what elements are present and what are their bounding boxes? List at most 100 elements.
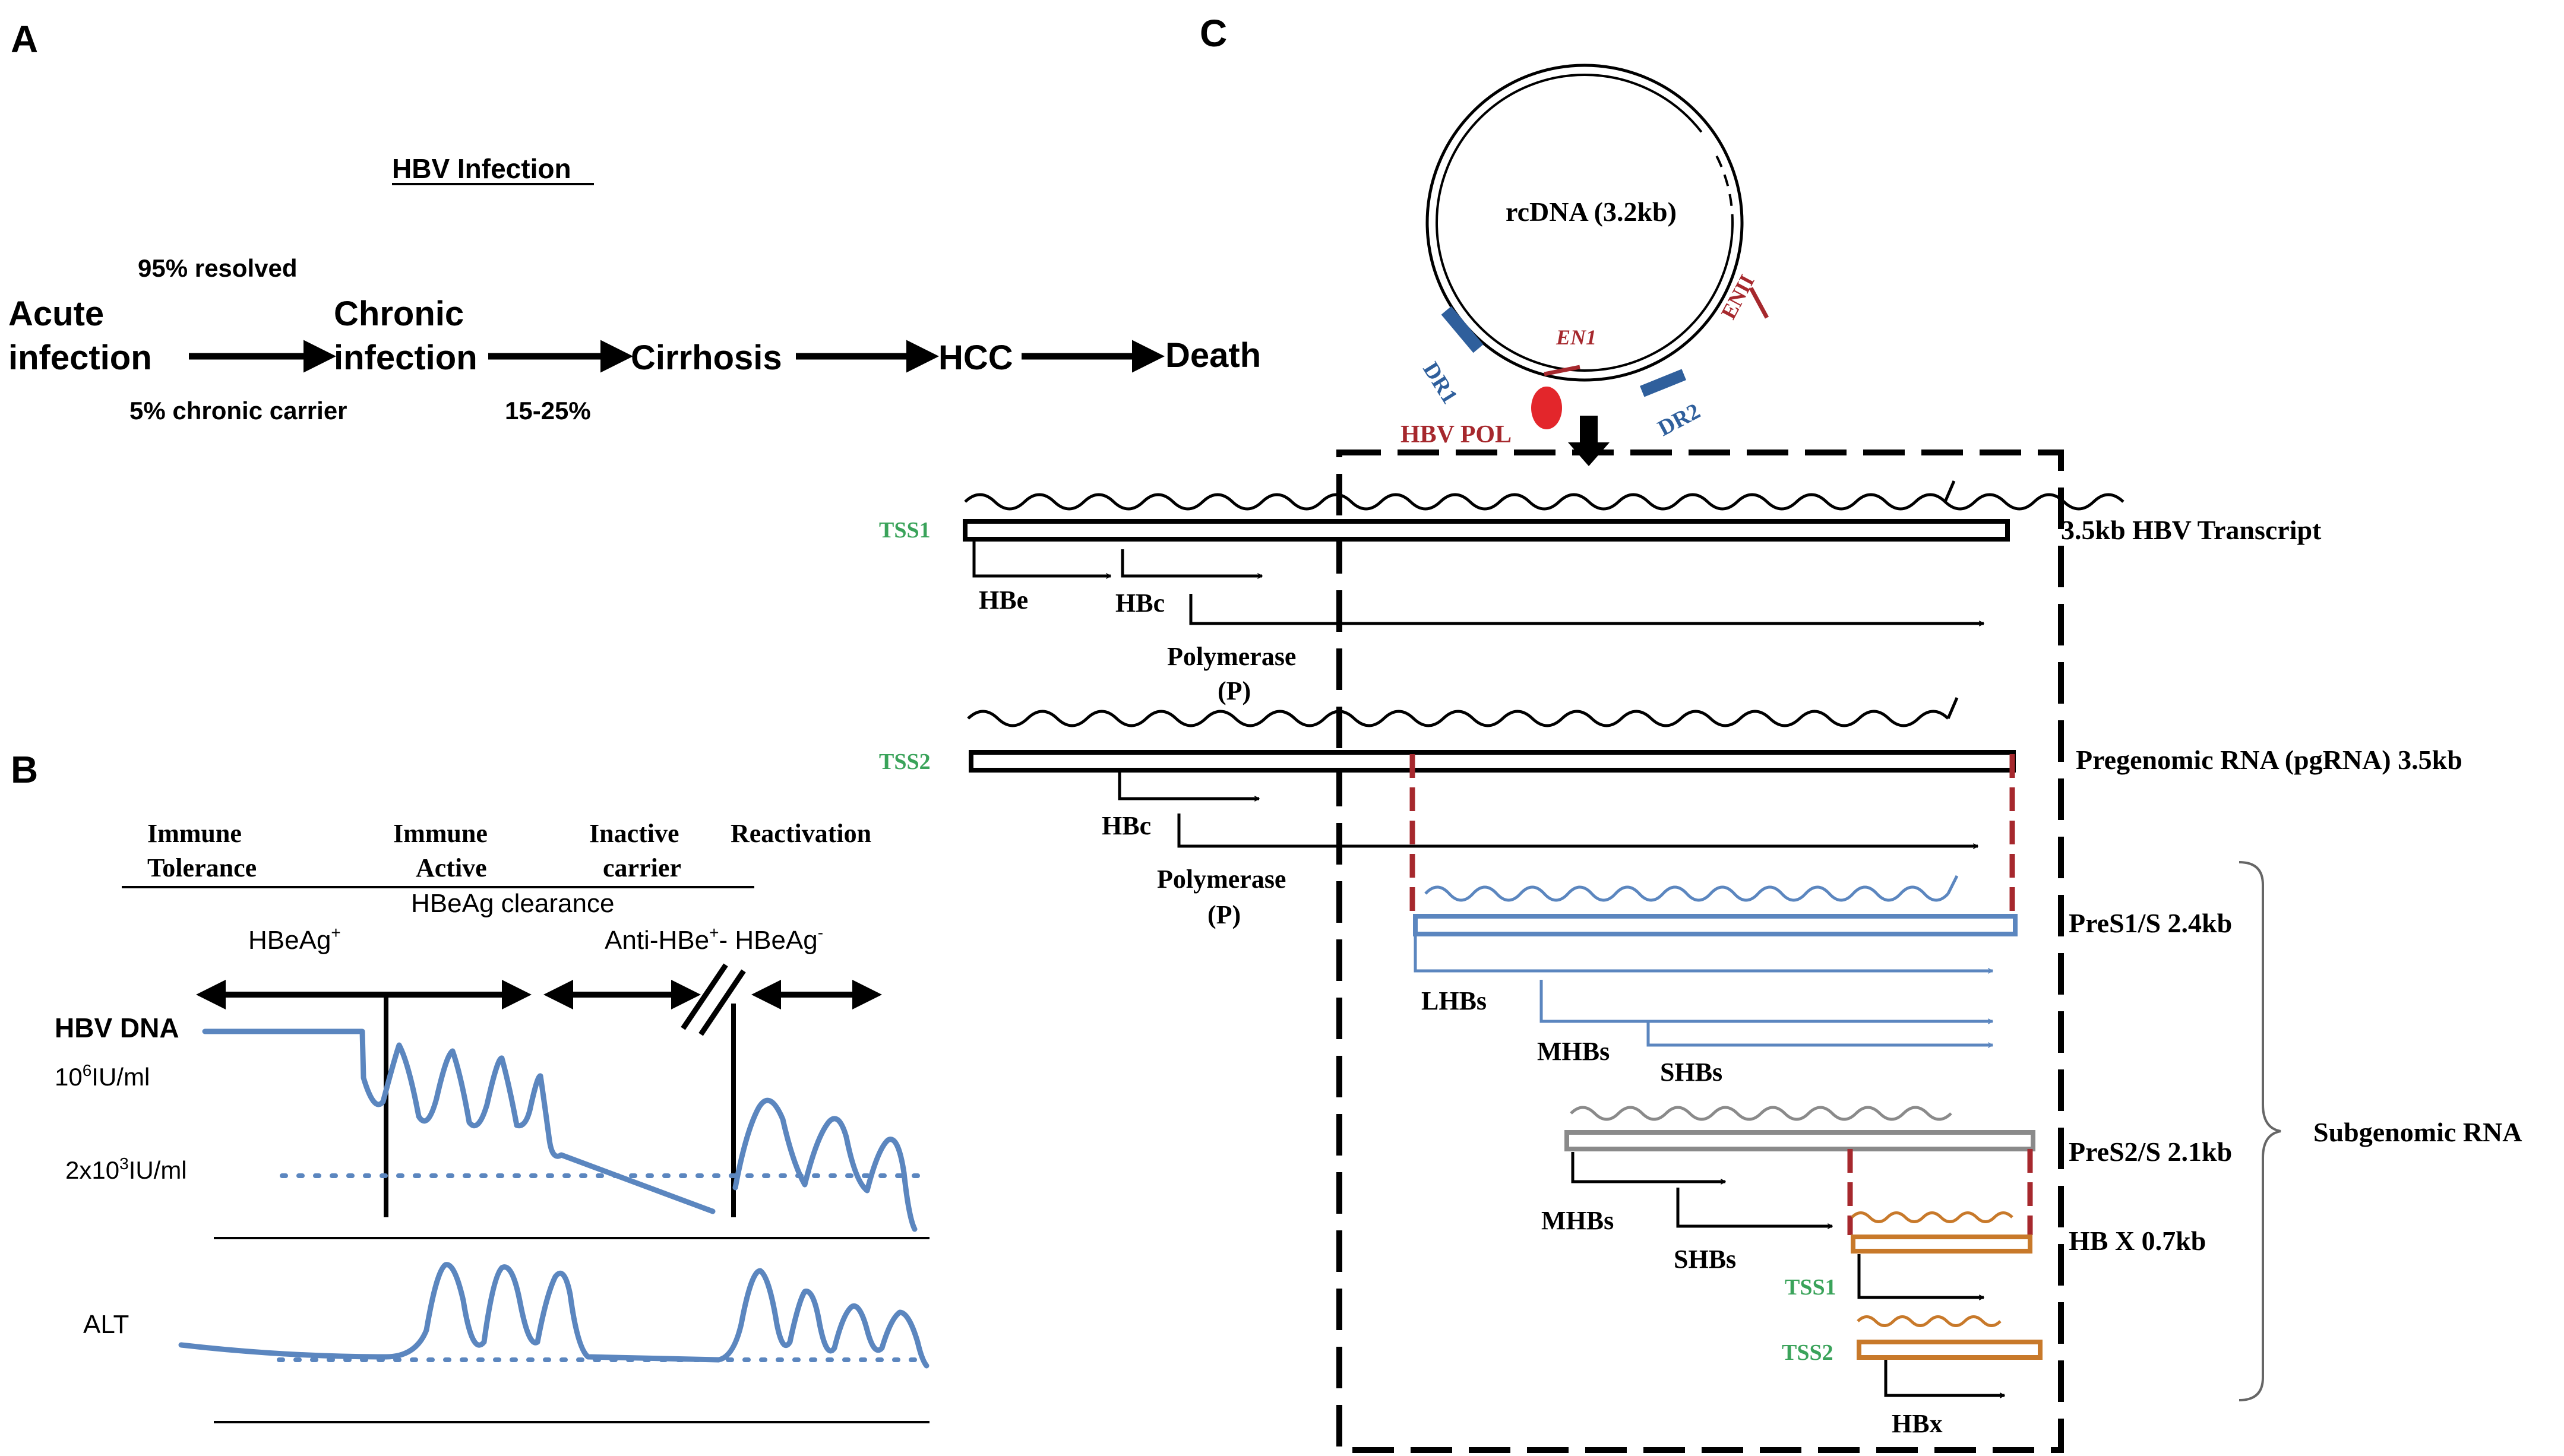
panel-b-letter: B [11, 748, 38, 791]
panel-a-letter: A [11, 18, 38, 61]
dr2-label: DR2 [1654, 398, 1705, 441]
shbs-label-pres1: SHBs [1660, 1058, 1722, 1087]
polymerase-label-pgrna: Polymerase [1157, 865, 1286, 894]
tss2-label-hbx: TSS2 [1782, 1340, 1833, 1365]
mhbs-arrow-pres2 [1571, 1152, 1725, 1182]
phase-immune-tolerance-1: Immune [147, 819, 242, 848]
hbv-pol-dot [1531, 387, 1562, 429]
hbv-dna-reactivation-curve [732, 1097, 918, 1232]
panel-a: A HBV Infection 95% resolved Acute infec… [8, 18, 1261, 425]
hcc-label: HCC [938, 338, 1013, 377]
rcdna-inner-strand [1436, 74, 1734, 372]
dr2-element [1640, 369, 1686, 397]
pres2-bar [1564, 1130, 2035, 1151]
tss1-label-hbx: TSS1 [1785, 1275, 1836, 1300]
hbv-dna-level-threshold: 2x103IU/ml [65, 1154, 187, 1184]
polymerase-arrow-pgrna [1177, 814, 1978, 846]
lhbs-label: LHBs [1421, 986, 1487, 1015]
hbx-wavy-line-2 [1857, 1315, 2002, 1327]
hbe-label: HBe [979, 585, 1028, 615]
alt-curve [178, 1262, 930, 1369]
tss1-label-transcript: TSS1 [879, 518, 931, 543]
chronic-infection-label-1: Chronic [334, 295, 464, 333]
pres1-label: PreS1/S 2.4kb [2069, 908, 2232, 938]
death-label: Death [1165, 336, 1261, 375]
pgrna-label: Pregenomic RNA (pgRNA) 3.5kb [2076, 745, 2462, 775]
hbv-dna-level-high: 106IU/ml [55, 1061, 150, 1091]
rcdna-outer-strand [1425, 64, 1744, 382]
hbx-rna-label: HB X 0.7kb [2069, 1226, 2206, 1256]
tss2-label-pgrna: TSS2 [879, 749, 931, 774]
hbeag-clearance-label: HBeAg clearance [411, 889, 614, 918]
polymerase-p-label-pgrna: (P) [1207, 900, 1241, 929]
hbx-arrow-1 [1857, 1254, 1984, 1297]
transcripts-dashed-box [1336, 450, 2064, 1453]
phase-reactivation: Reactivation [731, 819, 871, 848]
cirrhosis-percent-label: 15-25% [505, 397, 591, 425]
pgrna-wavy-end-hook [1946, 697, 1959, 719]
hbv-dna-curve [202, 1028, 716, 1214]
hbc-label-pgrna: HBc [1102, 811, 1151, 840]
en1-label: EN1 [1556, 325, 1596, 349]
hbv-dna-label: HBV DNA [55, 1012, 179, 1043]
phase-immune-tolerance-2: Tolerance [147, 853, 257, 882]
polymerase-arrow-transcript [1189, 594, 1984, 623]
mhbs-label-pres1: MHBs [1537, 1037, 1610, 1066]
polymerase-p-label-transcript: (P) [1218, 676, 1251, 705]
phase-break-slash-1 [681, 963, 728, 1030]
alt-label: ALT [83, 1310, 129, 1339]
hbe-arrow [972, 540, 1111, 576]
dr1-label: DR1 [1418, 358, 1462, 409]
mhbs-arrow-pres1 [1539, 980, 1993, 1021]
transcript-label: 3.5kb HBV Transcript [2061, 515, 2322, 545]
hbeag-positive-label: HBeAg+ [248, 923, 341, 955]
hbc-label-transcript: HBc [1115, 588, 1165, 618]
hbx-label: HBx [1892, 1409, 1943, 1438]
chronic-carrier-label: 5% chronic carrier [129, 397, 347, 425]
hbc-arrow-pgrna [1118, 772, 1259, 799]
acute-infection-label-2: infection [8, 338, 152, 377]
shbs-label-pres2: SHBs [1674, 1245, 1736, 1274]
en2-mark [1749, 287, 1769, 319]
chronic-infection-label-2: infection [334, 338, 478, 377]
mhbs-label-pres2: MHBs [1541, 1206, 1614, 1235]
cirrhosis-label: Cirrhosis [631, 338, 782, 377]
phase-inactive-carrier-1: Inactive [589, 819, 679, 848]
hbx-wavy-line-1 [1851, 1211, 2013, 1223]
en1-mark [1544, 365, 1580, 376]
subgenomic-bracket [2239, 861, 2281, 1401]
pgrna-wavy-line [967, 710, 1949, 727]
dr1-element [1441, 306, 1484, 353]
anti-hbe-label: Anti-HBe+- HBeAg- [605, 923, 823, 955]
polymerase-label-transcript: Polymerase [1167, 642, 1296, 671]
panel-b: B Immune Tolerance Immune Active Inactiv… [11, 748, 930, 1423]
transcript-wavy-line [964, 493, 2124, 511]
panel-c: C rcDNA (3.2kb) DR1 DR2 EN1 ENII HBV POL… [879, 12, 2522, 1453]
shbs-arrow-pres2 [1676, 1188, 1832, 1226]
lhbs-arrow [1414, 935, 1993, 971]
pgrna-bar [969, 750, 2016, 773]
pres2-label: PreS2/S 2.1kb [2069, 1137, 2232, 1167]
phase-inactive-carrier-2: carrier [603, 853, 681, 882]
rcdna-down-arrow [1568, 416, 1610, 466]
hbc-arrow-transcript [1121, 549, 1262, 576]
transcript-bar [963, 519, 2010, 542]
resolved-label: 95% resolved [138, 254, 298, 282]
phase-immune-active-1: Immune [393, 819, 488, 848]
phase-immune-active-2: Active [416, 853, 487, 882]
pres1-wavy-end-hook [1946, 875, 1959, 895]
transcript-wavy-end-hook [1943, 480, 1956, 502]
hbx-bar-2 [1857, 1340, 2043, 1360]
hbv-infection-title: HBV Infection [392, 153, 571, 184]
hbx-bar-1 [1851, 1235, 2032, 1254]
hbv-pol-label: HBV POL [1400, 421, 1512, 448]
pres2-wavy-line [1570, 1106, 1952, 1121]
pres1-wavy-line [1424, 885, 1949, 902]
shbs-arrow-pres1 [1646, 1021, 1993, 1045]
pres1-bar [1413, 914, 2018, 936]
phase-break-slash-2 [698, 969, 746, 1036]
subgenomic-label: Subgenomic RNA [2313, 1117, 2522, 1147]
acute-infection-label-1: Acute [8, 295, 104, 333]
panel-c-letter: C [1200, 12, 1227, 55]
